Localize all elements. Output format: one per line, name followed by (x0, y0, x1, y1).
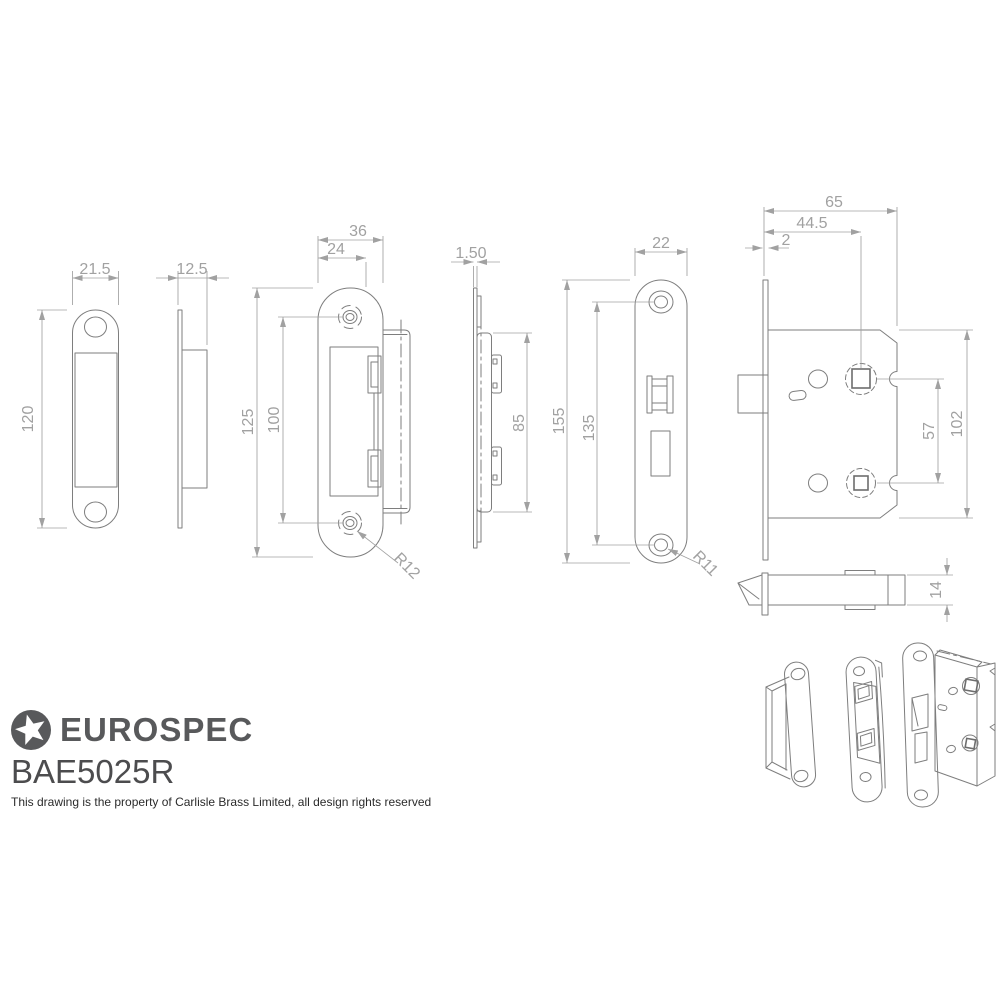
brand-row: EUROSPEC (11, 708, 431, 752)
view-lock-case-side: 65 44.5 2 57 102 (737, 194, 973, 561)
dim-follower-spacing-label: 57 (921, 422, 938, 440)
dim-latch-bolt-height-label: 14 (928, 581, 945, 599)
view-receiver-plate-front: 36 24 125 100 R12 (240, 223, 423, 583)
dim-strike-width-label: 21.5 (79, 261, 110, 278)
dim-receiver-hole-spacing-label: 100 (266, 407, 283, 434)
view-latch-bolt-side: 14 (737, 558, 953, 622)
part-number: BAE5025R (11, 753, 175, 790)
title-block: EUROSPEC BAE5025R This drawing is the pr… (11, 708, 431, 809)
dim-case-backset-label: 44.5 (796, 215, 827, 232)
dim-faceplate-thickness-label: 2 (782, 232, 791, 249)
dim-forend-radius-label: R11 (689, 548, 721, 580)
iso-lock-body (902, 642, 996, 808)
brand-name: EUROSPEC (60, 711, 254, 748)
view-receiver-plate-side: 1.50 85 (451, 245, 532, 549)
dim-receiver-plate-thickness-label: 1.50 (455, 245, 486, 262)
dim-forend-width-label: 22 (652, 235, 670, 252)
dim-case-height-label: 102 (949, 411, 966, 438)
dim-receiver-outer-width-label: 36 (349, 223, 367, 240)
dim-case-depth-label: 65 (825, 194, 843, 211)
dim-forend-height-label: 155 (551, 408, 568, 435)
dim-receiver-height-label: 125 (240, 409, 257, 436)
dim-strike-thickness-label: 12.5 (176, 261, 207, 278)
dim-receiver-radius-label: R12 (390, 550, 423, 583)
eurospec-star-logo-icon (11, 710, 51, 750)
copyright-disclaimer: This drawing is the property of Carlisle… (11, 795, 432, 809)
dim-receiver-inner-width-label: 24 (327, 241, 345, 258)
view-strike-plate-front: 21.5 120 (20, 261, 119, 529)
iso-receiver-plate (845, 656, 886, 803)
dim-forend-hole-spacing-label: 135 (581, 415, 598, 442)
dim-strike-height-label: 120 (20, 406, 37, 433)
view-latch-forend-front: 22 155 135 R11 (551, 235, 721, 580)
view-strike-plate-side: 12.5 (156, 261, 229, 529)
iso-strike-box (765, 661, 817, 788)
dim-receiver-box-height-label: 85 (511, 414, 528, 432)
